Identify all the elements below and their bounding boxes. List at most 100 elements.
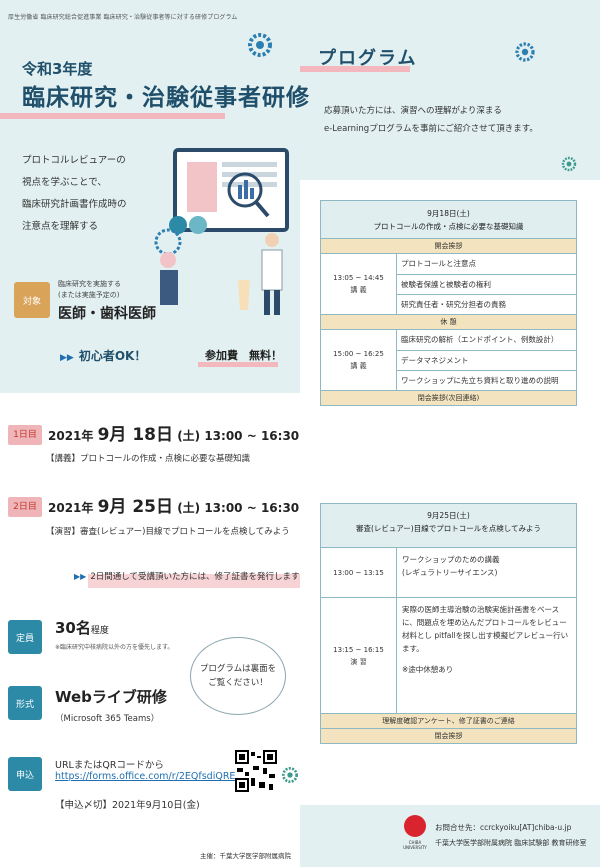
- date-time: (土) 13:00 ~ 16:30: [177, 429, 300, 443]
- date-day: 9月 25日: [97, 497, 173, 517]
- session-type: 演 習: [350, 657, 367, 666]
- session-title: ワークショップのための講義: [402, 555, 500, 564]
- beginner-ok: ▶▶ 初心者OK！: [60, 347, 146, 364]
- contact-email: お問合せ先：ccrckyoiku[AT]chiba-u.jp: [435, 823, 572, 832]
- break-row: 休 憩: [321, 314, 576, 329]
- page-title: 臨床研究・治験従事者研修: [22, 85, 310, 111]
- capacity-value: 30名程度: [55, 617, 109, 638]
- date-year: 2021年: [48, 429, 94, 443]
- time-range: 13:05 ~ 14:45: [333, 274, 384, 282]
- capacity-note: ※臨床研究中核病院以外の方を優先します。: [55, 644, 174, 651]
- opening-row: 開会挨拶: [321, 238, 576, 253]
- apply-label: 申込: [8, 757, 42, 791]
- session-item: 臨床研究の解析（エンドポイント、例数設計）: [401, 335, 559, 344]
- schedule-header: 9月18日(土) プロトコールの作成・点検に必要な基礎知識: [321, 201, 576, 238]
- capacity-label: 定員: [8, 620, 42, 654]
- time-cell: 13:00 ~ 13:15: [321, 548, 397, 597]
- schedule-block: 13:00 ~ 13:15 ワークショップのための講義 (レギュラトリーサイエン…: [321, 547, 576, 597]
- intro-line: 臨床研究計画書作成時の: [22, 199, 127, 210]
- time-range: 13:00 ~ 13:15: [333, 568, 384, 577]
- research-illustration: [154, 148, 289, 315]
- day2-date: 2021年 9月 25日 (土) 13:00 ~ 16:30: [48, 492, 299, 517]
- contact-footer: [300, 805, 600, 867]
- target-label: 対象: [14, 282, 50, 318]
- session-subtitle: (レギュラトリーサイエンス): [402, 568, 498, 577]
- session-items: 臨床研究の解析（エンドポイント、例数設計） データマネジメント ワークショップに…: [397, 330, 576, 390]
- schedule-day1: 9月18日(土) プロトコールの作成・点検に必要な基礎知識 開会挨拶 13:05…: [320, 200, 577, 406]
- format-label: 形式: [8, 686, 42, 720]
- target-note: 臨床研究を実施する: [58, 280, 121, 288]
- schedule-block: 13:15 ~ 16:15 演 習 実際の医師主導治験の治験実施計画書をベースに…: [321, 597, 576, 713]
- target-note: (または実施予定の): [58, 291, 120, 299]
- fee-underline: [198, 362, 278, 367]
- capacity-suffix: 程度: [90, 626, 109, 636]
- gear-icon: [282, 767, 298, 783]
- intro-line: 注意点を理解する: [22, 221, 99, 232]
- beginner-text: 初心者OK！: [78, 349, 147, 363]
- time-cell: 15:00 ~ 16:25 講 義: [321, 330, 397, 390]
- schedule-theme: 審査(レビュアー)目線でプロトコールを点検してみよう: [355, 524, 542, 533]
- program-desc: 応募頂いた方には、演習への理解がより深まる: [324, 106, 502, 116]
- double-arrow-icon: ▶▶: [60, 353, 74, 363]
- session-note: ※途中休憩あり: [402, 665, 454, 674]
- session-description: 実際の医師主導治験の治験実施計画書をベースに、問題点を埋め込んだプロトコールをレ…: [402, 605, 569, 653]
- schedule-block: 13:05 ~ 14:45 講 義 プロトコールと注意点 被験者保護と被験者の権…: [321, 253, 576, 314]
- program-bubble: プログラムは裏面を ご覧ください！: [190, 637, 286, 715]
- format-value: Webライブ研修: [55, 688, 167, 706]
- bubble-text: プログラムは裏面を: [199, 664, 277, 674]
- session-item: プロトコールと注意点: [401, 259, 476, 268]
- fee-text: 参加費 無料！: [205, 349, 282, 362]
- schedule-theme: プロトコールの作成・点検に必要な基礎知識: [373, 222, 524, 231]
- certificate-highlight: [88, 574, 300, 588]
- program-underline: [300, 66, 410, 72]
- date-year: 2021年: [48, 501, 94, 515]
- apply-deadline: 【申込〆切】2021年9月10日(金): [55, 800, 200, 811]
- time-range: 15:00 ~ 16:25: [333, 350, 384, 358]
- day1-desc: 【講義】プロトコールの作成・点検に必要な基礎知識: [46, 454, 251, 464]
- sponsor-line: 厚生労働省 臨床研究総合促進事業 臨床研究・治験従事者等に対する研修プログラム: [8, 14, 238, 21]
- day1-date: 2021年 9月 18日 (土) 13:00 ~ 16:30: [48, 420, 299, 445]
- capacity-number: 30名: [55, 619, 91, 637]
- date-time: (土) 13:00 ~ 16:30: [177, 501, 300, 515]
- gear-icon: [561, 156, 577, 172]
- closing-row: 閉会挨拶(次回連絡): [321, 390, 576, 405]
- session-text: 実際の医師主導治験の治験実施計画書をベースに、問題点を埋め込んだプロトコールをレ…: [397, 598, 576, 713]
- program-title: プログラム: [318, 48, 418, 69]
- day2-desc: 【演習】審査(レビュアー)目線でプロトコールを点検してみよう: [46, 527, 290, 537]
- day1-badge: 1日目: [8, 425, 42, 445]
- day2-badge: 2日目: [8, 497, 42, 517]
- schedule-date: 9月25日(土): [427, 511, 470, 520]
- target-audience: 医師・歯科医師: [58, 306, 156, 322]
- schedule-date: 9月18日(土): [427, 209, 470, 218]
- schedule-day2: 9月25日(土) 審査(レビュアー)目線でプロトコールを点検してみよう 13:0…: [320, 503, 577, 744]
- fiscal-year: 令和3年度: [22, 60, 93, 78]
- closing-row: 閉会挨拶: [321, 728, 576, 743]
- contact-org: 千葉大学医学部附属病院 臨床試験部 教育研修室: [435, 839, 587, 847]
- host-line: 主催：千葉大学医学部附属病院: [200, 852, 291, 860]
- gear-icon: [515, 42, 535, 62]
- certificate-text: 2日間通して受講頂いた方には、修了証書を発行します: [90, 572, 300, 582]
- apply-instruction: URLまたはQRコードから: [55, 760, 164, 771]
- session-text: ワークショップのための講義 (レギュラトリーサイエンス): [397, 548, 576, 597]
- time-cell: 13:15 ~ 16:15 演 習: [321, 598, 397, 713]
- certificate-note: ▶▶2日間通して受講頂いた方には、修了証書を発行します: [74, 570, 299, 582]
- program-desc: e-Learningプログラムを事前にご紹介させて頂きます。: [324, 124, 538, 134]
- session-type: 講 義: [350, 362, 367, 370]
- date-day: 9月 18日: [97, 425, 173, 445]
- session-item: データマネジメント: [397, 350, 576, 370]
- intro-line: 視点を学ぶことで、: [22, 177, 107, 188]
- qr-code[interactable]: [235, 750, 277, 792]
- session-items: プロトコールと注意点 被験者保護と被験者の権利 研究責任者・研究分担者の責務: [397, 254, 576, 314]
- time-cell: 13:05 ~ 14:45 講 義: [321, 254, 397, 314]
- double-arrow-icon: ▶▶: [74, 572, 87, 581]
- university-logo-text: CHIBA UNIVERSITY: [403, 840, 427, 850]
- survey-row: 理解度確認アンケート、修了証書のご連絡: [321, 713, 576, 728]
- apply-url-link[interactable]: https://forms.office.com/r/2EQfsdiQRE: [55, 771, 236, 782]
- gear-icon: [248, 33, 272, 57]
- session-item: 被験者保護と被験者の権利: [397, 274, 576, 294]
- intro-line: プロトコルレビュアーの: [22, 155, 126, 166]
- session-item: 研究責任者・研究分担者の責務: [397, 294, 576, 314]
- title-underline: [0, 113, 225, 119]
- schedule-block: 15:00 ~ 16:25 講 義 臨床研究の解析（エンドポイント、例数設計） …: [321, 329, 576, 390]
